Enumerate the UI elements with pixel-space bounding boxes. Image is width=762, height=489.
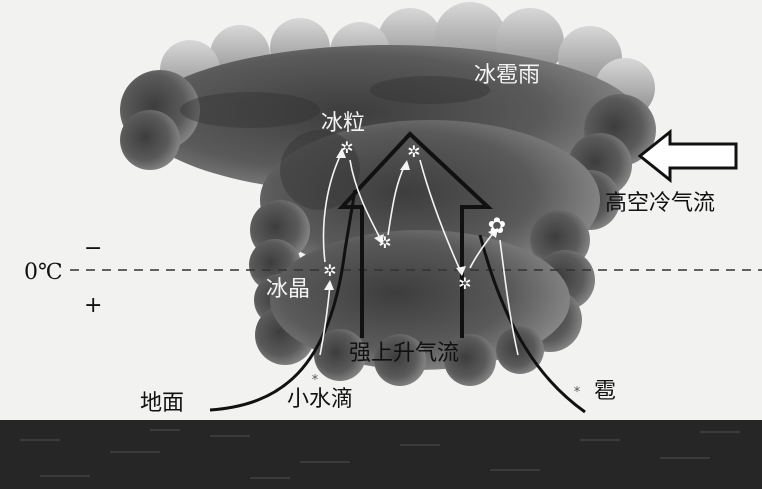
label-plus: + (84, 293, 103, 318)
right-outflow-curve (478, 234, 586, 414)
label-droplet: 小水滴 (287, 387, 354, 412)
snowflake-icon: ✲ (340, 138, 353, 157)
particle-paths (319, 151, 519, 356)
snowflake-icon: ✲ (458, 274, 471, 293)
label-ground: 地面 (140, 391, 185, 416)
droplet-marker-icon: * (312, 373, 319, 388)
storm-cloud (120, 2, 656, 386)
label-updraft: 强上升气流 (349, 341, 460, 366)
label-ice-crystal: 冰晶 (266, 277, 311, 302)
snowflake-icon: ✲ (407, 142, 420, 161)
label-hail-rain: 冰雹雨 (474, 63, 541, 88)
label-zero-degree: 0℃ (24, 260, 63, 285)
label-high-cold-air: 高空冷气流 (605, 191, 716, 216)
ground-surface (0, 420, 762, 489)
label-hail: 雹 (594, 379, 617, 404)
hail-marker-icon: * (574, 385, 581, 400)
up-arrow-icon (337, 131, 494, 338)
snowflake-icon: ✲ (323, 261, 336, 280)
label-ice-grain: 冰粒 (321, 111, 366, 136)
snowflake-icon: ✿ (488, 214, 506, 239)
left-inflow-curve (209, 189, 357, 412)
label-minus: − (84, 236, 103, 261)
left-arrow-icon (637, 128, 738, 184)
snowflake-icon: ✲ (378, 233, 391, 252)
